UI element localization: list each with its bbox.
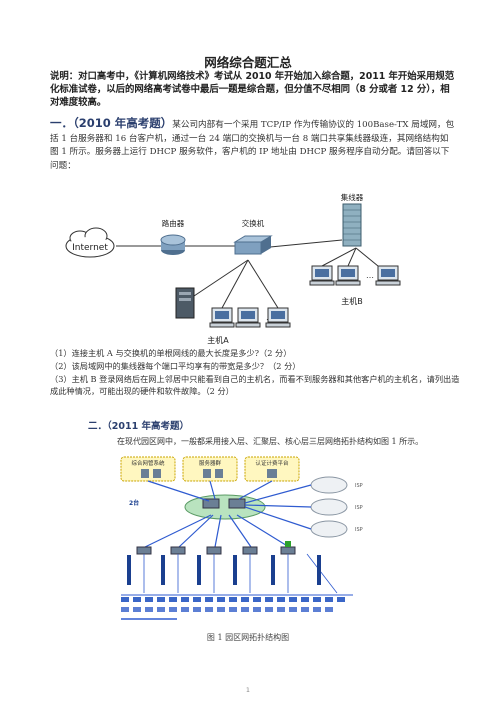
ellipsis-b: … (366, 271, 374, 280)
switch-icon (233, 235, 273, 255)
page-title: 网络综合题汇总 (204, 55, 292, 70)
page-number: 1 (245, 686, 251, 694)
wan-cloud-icon (310, 520, 348, 538)
client-pc-icon (209, 307, 235, 328)
hub-icon (342, 203, 362, 247)
server-icon (175, 287, 195, 319)
svg-text:ISP: ISP (355, 527, 363, 533)
intro-note: 说明：对口高考中，《计算机网络技术》考试从 2010 年开始加入综合题，2011… (50, 71, 455, 109)
section-1-heading: 一．（2010 年高考题） (50, 116, 173, 130)
wan-cloud-icon (310, 498, 348, 516)
host-a-label: 主机A (207, 335, 229, 345)
host-a-icon (265, 307, 291, 328)
host-b-label: 主机B (341, 296, 363, 306)
client-pc-icon (335, 265, 361, 286)
aaa-label: 认证计费平台 (255, 459, 289, 467)
section-2-heading: 二．（2011 年高考题） (88, 421, 189, 432)
client-pc-icon (309, 265, 335, 286)
core-layer-icon (184, 494, 266, 520)
host-b-icon (375, 265, 401, 286)
nms-label: 综合网管系统 (131, 459, 165, 467)
wan-cloud-icon (310, 476, 348, 494)
router-icon (160, 234, 186, 255)
question-2: （2）该局域网中的集线器每个端口平均享有的带宽是多少？（2 分） (50, 361, 301, 371)
core-count-label: 2台 (129, 499, 139, 507)
client-pc-icon (235, 307, 261, 328)
section-1-text: 某公司内部有一个采用 TCP/IP 作为传输协议的 100Base-TX 局域网… (50, 120, 455, 171)
question-1: （1）连接主机 A 与交换机的单根网线的最大长度是多少?（2 分） (50, 348, 292, 358)
internet-label: Internet (72, 243, 108, 253)
question-3: （3）主机 B 登录网络后在网上邻居中只能看到自己的主机名，而看不到服务器和其他… (50, 374, 460, 396)
status-indicator (285, 541, 291, 547)
lan-topology-figure: Internet 路由器 交换机 集线器 … (65, 192, 401, 345)
internet-cloud-icon: Internet (65, 227, 115, 258)
server-farm-label: 服务器群 (199, 459, 222, 467)
campus-topology-figure: 综合网管系统 服务器群 认证计费平台 ISP ISP ISP 2台 (120, 456, 363, 620)
switch-label: 交换机 (242, 218, 265, 228)
svg-text:ISP: ISP (355, 505, 363, 511)
hub-label: 集线器 (341, 192, 364, 202)
section-1: 一．（2010 年高考题）某公司内部有一个采用 TCP/IP 作为传输协议的 1… (50, 116, 455, 173)
router-label: 路由器 (162, 218, 185, 228)
svg-text:ISP: ISP (355, 483, 363, 489)
figure-caption: 图 1 园区网拓扑结构图 (206, 633, 290, 642)
section-2-text: 在现代园区网中，一般都采用接入层、汇聚层、核心层三层网络拓扑结构如图 1 所示。 (117, 437, 424, 446)
